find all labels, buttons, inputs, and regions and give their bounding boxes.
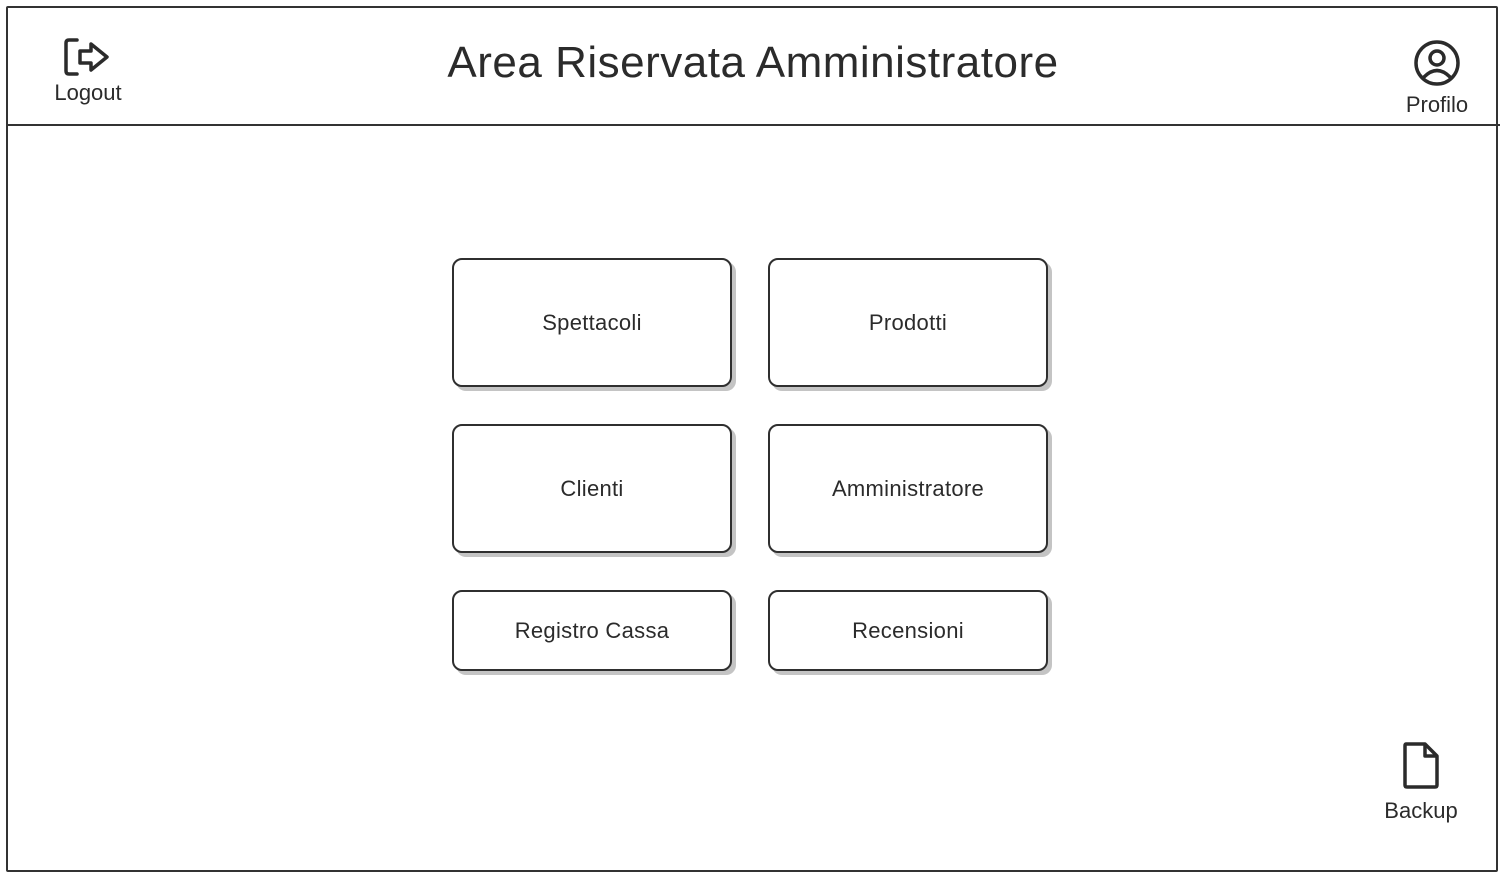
page-frame <box>6 6 1498 872</box>
spettacoli-button[interactable]: Spettacoli <box>452 258 732 387</box>
backup-button[interactable]: Backup <box>1372 740 1470 824</box>
page-title: Area Riservata Amministratore <box>447 38 1059 87</box>
recensioni-button[interactable]: Recensioni <box>768 590 1048 671</box>
amministratore-button[interactable]: Amministratore <box>768 424 1048 553</box>
file-icon <box>1403 742 1439 789</box>
logout-label: Logout <box>54 80 122 105</box>
registro-cassa-button[interactable]: Registro Cassa <box>452 590 732 671</box>
profile-label: Profilo <box>1405 92 1469 117</box>
user-circle-icon <box>1414 40 1460 86</box>
logout-icon <box>64 38 109 76</box>
prodotti-button[interactable]: Prodotti <box>768 258 1048 387</box>
logout-button[interactable]: Logout <box>46 36 130 106</box>
clienti-button[interactable]: Clienti <box>452 424 732 553</box>
header-bar: Logout Area Riservata Amministratore Pro… <box>6 6 1500 126</box>
profile-button[interactable]: Profilo <box>1392 38 1482 118</box>
backup-label: Backup <box>1384 798 1458 823</box>
